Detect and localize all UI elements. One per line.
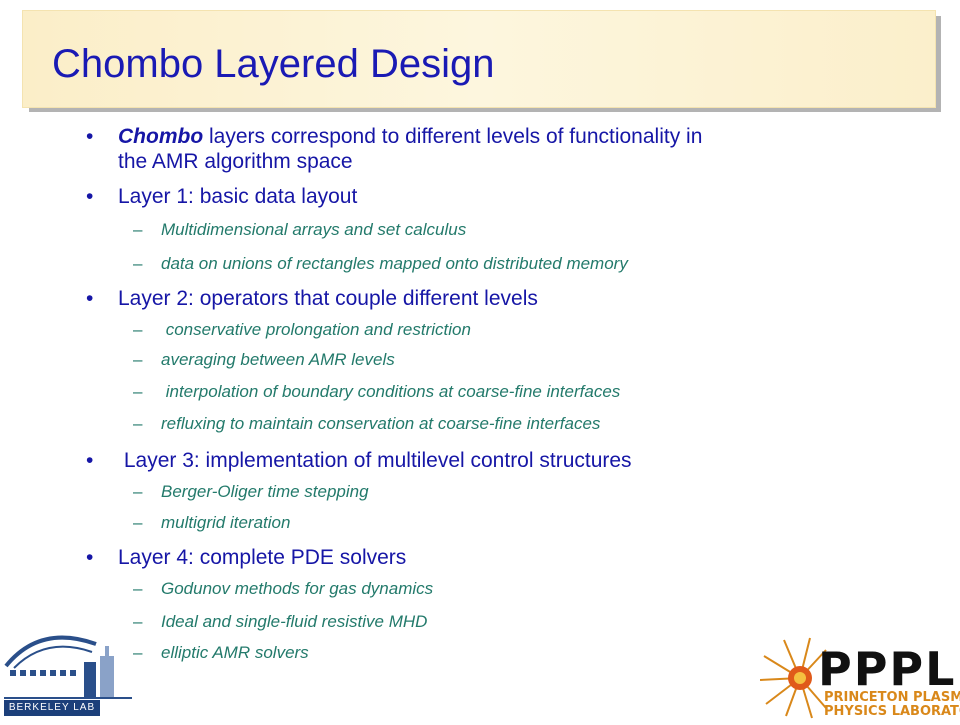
dash-glyph: –: [133, 220, 143, 239]
sub-bullet-item: – data on unions of rectangles mapped on…: [133, 254, 628, 274]
sub-bullet-text: data on unions of rectangles mapped onto…: [161, 254, 628, 273]
dash-glyph: –: [133, 482, 143, 501]
sub-bullet-item: – Ideal and single-fluid resistive MHD: [133, 612, 427, 632]
dash-glyph: –: [133, 579, 143, 598]
starburst-icon: [760, 637, 827, 719]
bullet-glyph: •: [86, 546, 94, 569]
bullet-glyph: •: [86, 185, 94, 208]
sub-bullet-text: conservative prolongation and restrictio…: [161, 320, 471, 339]
sub-bullet-item: – refluxing to maintain conservation at …: [133, 414, 600, 434]
sub-bullet-item: – conservative prolongation and restrict…: [133, 320, 471, 340]
bullet-glyph: •: [86, 449, 94, 472]
bullet-text: Layer 3: implementation of multilevel co…: [118, 449, 632, 472]
bullet-glyph: •: [86, 287, 94, 310]
dash-glyph: –: [133, 414, 143, 433]
sub-bullet-text: Ideal and single-fluid resistive MHD: [161, 612, 428, 631]
berkeley-lab-label: BERKELEY LAB: [4, 700, 100, 716]
dash-glyph: –: [133, 350, 143, 369]
berkeley-lab-logo: BERKELEY LAB: [0, 626, 140, 720]
bullet-item: • Layer 3: implementation of multilevel …: [86, 448, 632, 473]
bullet-item: • Chombo layers correspond to different …: [86, 124, 702, 174]
sub-bullet-item: – interpolation of boundary conditions a…: [133, 382, 620, 402]
pppl-line2: PHYSICS LABORATORY: [824, 704, 960, 719]
sub-bullet-item: – Godunov methods for gas dynamics: [133, 579, 433, 599]
bullet-item: • Layer 4: complete PDE solvers: [86, 545, 406, 570]
sub-bullet-item: – Berger-Oliger time stepping: [133, 482, 369, 502]
bullet-glyph: •: [86, 125, 94, 148]
sub-bullet-text: elliptic AMR solvers: [161, 643, 309, 662]
sub-bullet-item: – multigrid iteration: [133, 513, 290, 533]
dash-glyph: –: [133, 643, 143, 662]
sub-bullet-text: averaging between AMR levels: [161, 350, 395, 369]
bullet-text: Layer 1: basic data layout: [118, 185, 358, 208]
pppl-logo: PPPL PRINCETON PLASMA PHYSICS LABORATORY: [760, 636, 960, 720]
bullet-text: the AMR algorithm space: [118, 150, 353, 173]
berkeley-lab-emblem-icon: [4, 635, 132, 699]
sub-bullet-item: – Multidimensional arrays and set calcul…: [133, 220, 466, 240]
sub-bullet-item: – elliptic AMR solvers: [133, 643, 309, 663]
sub-bullet-text: multigrid iteration: [161, 513, 291, 532]
pppl-wordmark: PPPL: [818, 642, 957, 696]
dash-glyph: –: [133, 513, 143, 532]
sub-bullet-item: – averaging between AMR levels: [133, 350, 395, 370]
dash-glyph: –: [133, 254, 143, 273]
sub-bullet-text: refluxing to maintain conservation at co…: [161, 414, 601, 433]
dash-glyph: –: [133, 320, 143, 339]
dash-glyph: –: [133, 382, 143, 401]
emphasis-word: Chombo: [118, 125, 204, 148]
sub-bullet-text: Berger-Oliger time stepping: [161, 482, 369, 501]
slide-title: Chombo Layered Design: [52, 42, 495, 86]
bullet-item: • Layer 2: operators that couple differe…: [86, 286, 538, 311]
bullet-text: layers correspond to different levels of…: [209, 125, 703, 148]
sub-bullet-text: Godunov methods for gas dynamics: [161, 579, 434, 598]
bullet-text: Layer 2: operators that couple different…: [118, 287, 538, 310]
bullet-text: Layer 4: complete PDE solvers: [118, 546, 407, 569]
pppl-line1: PRINCETON PLASMA: [824, 690, 960, 705]
sub-bullet-text: interpolation of boundary conditions at …: [161, 382, 621, 401]
title-box: [22, 10, 936, 108]
sub-bullet-text: Multidimensional arrays and set calculus: [161, 220, 467, 239]
dash-glyph: –: [133, 612, 143, 631]
bullet-item: • Layer 1: basic data layout: [86, 184, 357, 209]
